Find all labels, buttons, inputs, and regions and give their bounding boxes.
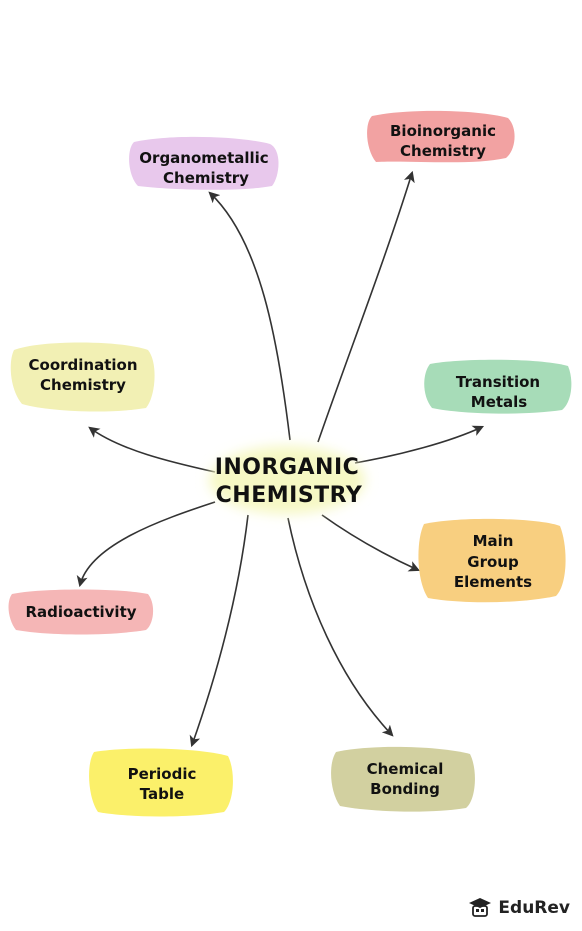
bonding-label-line1: Chemical [367,760,444,778]
bonding-blob [331,746,475,812]
node-periodic: Periodic Table [89,748,233,817]
bioinorganic-label-line2: Chemistry [400,142,486,160]
periodic-label-line1: Periodic [128,765,197,783]
bioinorganic-label-line1: Bioinorganic [390,122,496,140]
center-node: INORGANIC CHEMISTRY [209,446,365,514]
main-group-label-line3: Elements [454,573,532,591]
node-organometallic: Organometallic Chemistry [129,136,279,190]
logo-text: EduRev [498,898,570,918]
coordination-label-line1: Coordination [29,356,138,374]
center-title-line1: INORGANIC [215,455,360,480]
node-bioinorganic: Bioinorganic Chemistry [367,110,515,163]
arrow-to-bioinorganic [317,170,415,443]
node-bonding: Chemical Bonding [331,746,475,812]
arrow-to-main-group [321,514,421,572]
organometallic-label-line1: Organometallic [139,149,268,167]
arrow-to-organometallic [208,191,291,441]
radioactivity-blob [8,589,154,635]
transition-label-line1: Transition [456,373,540,391]
arrow-to-radioactivity [76,501,216,588]
arrow-to-periodic [189,514,249,748]
node-radioactivity: Radioactivity [8,589,154,635]
center-title-line2: CHEMISTRY [216,483,363,508]
arrow-to-transition [354,425,485,464]
periodic-label-line2: Table [140,785,184,803]
coordination-blob [10,342,155,412]
main-group-label-line2: Group [467,553,519,571]
bioinorganic-blob [367,110,515,163]
organometallic-label-line2: Chemistry [163,169,249,187]
transition-blob [424,359,572,414]
bonding-label-line2: Bonding [370,780,440,798]
graduation-cap-icon [469,898,492,917]
radioactivity-label: Radioactivity [25,603,136,621]
transition-label-line2: Metals [471,393,528,411]
main-group-blob [418,518,566,603]
main-group-label-line1: Main [473,532,514,550]
arrow-to-coordination [88,426,216,473]
node-transition: Transition Metals [424,359,572,414]
periodic-blob [89,748,233,817]
center-glow [209,446,365,514]
arrow-to-bonding [287,517,394,737]
edurev-logo: EduRev [468,897,570,919]
node-coordination: Coordination Chemistry [10,342,155,412]
connectors [76,170,485,748]
coordination-label-line2: Chemistry [40,376,126,394]
node-main-group: Main Group Elements [418,518,566,603]
organometallic-blob [129,136,279,190]
